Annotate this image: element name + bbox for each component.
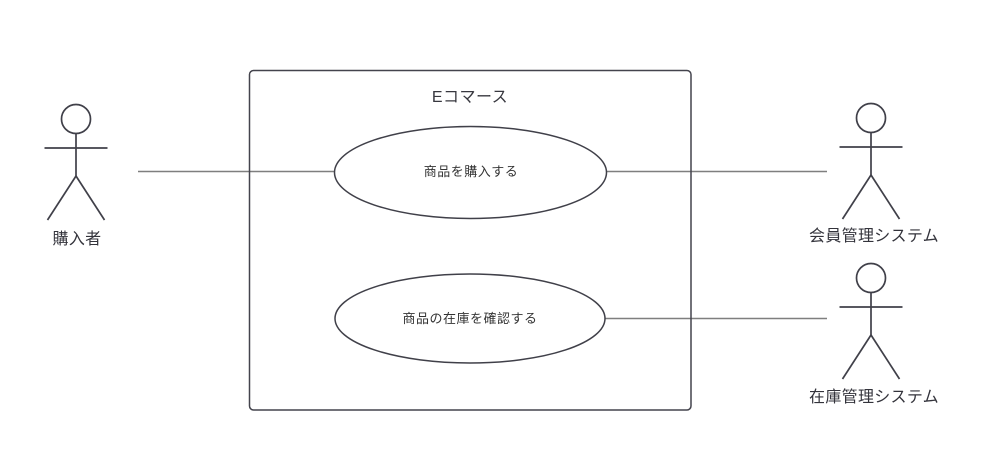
actor-buyer-label: 購入者: [52, 231, 102, 248]
actor-inventory-system-figure: [838, 262, 904, 380]
actor-buyer-figure: [43, 103, 109, 221]
actor-inventory-system-label: 在庫管理システム: [809, 389, 939, 406]
system-boundary-box: [248, 69, 692, 411]
usecase-check-stock-label: 商品の在庫を確認する: [402, 311, 538, 326]
system-boundary-title: Eコマース: [431, 89, 509, 106]
usecase-check-stock-ellipse: [334, 273, 606, 364]
usecase-purchase-label: 商品を購入する: [423, 164, 519, 179]
usecase-purchase-ellipse: [333, 125, 608, 220]
actor-member-system-figure: [838, 102, 904, 220]
actor-member-system-label: 会員管理システム: [809, 228, 939, 245]
